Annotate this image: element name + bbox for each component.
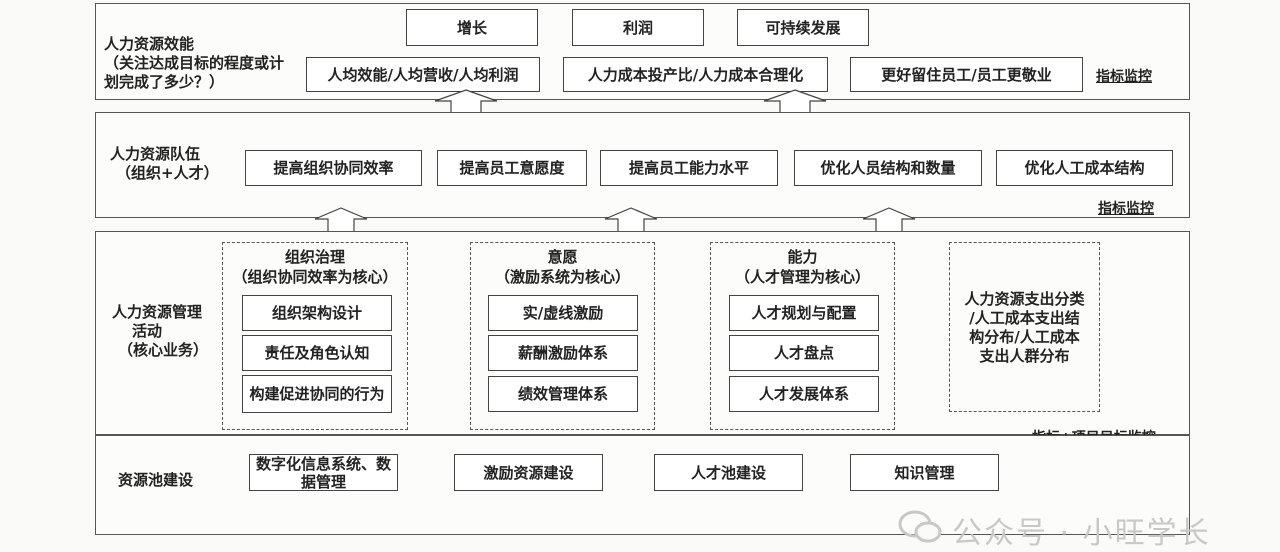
layer4-label: 资源池建设: [118, 471, 194, 489]
activity-collab-behavior: 构建促进协同的行为: [242, 375, 392, 413]
layer1-label-line: 人力资源效能: [104, 35, 195, 53]
goal-growth: 增长: [406, 9, 538, 46]
layer3-label: 人力资源管理 活动 （核心业务）: [112, 303, 222, 360]
team-capability: 提高员工能力水平: [600, 150, 778, 186]
team-org-efficiency: 提高组织协同效率: [245, 150, 422, 186]
goal-sustainable: 可持续发展: [737, 9, 869, 46]
cost-distribution-line: /人工成本支出结: [969, 309, 1080, 327]
up-arrow-icon: [604, 207, 658, 233]
group-subtitle: （组织协同效率为核心）: [232, 268, 398, 286]
layer3-label-line: 人力资源管理: [112, 303, 203, 321]
activity-talent-review: 人才盘点: [729, 335, 879, 371]
group-title: 组织治理: [284, 248, 345, 266]
layer2-label: 人力资源队伍 （组织+人才）: [110, 145, 240, 183]
group-org-governance: 组织治理 （组织协同效率为核心）: [222, 242, 408, 430]
group-willingness: 意愿 （激励系统为核心）: [470, 242, 655, 430]
activity-performance: 绩效管理体系: [488, 376, 638, 412]
activity-role-awareness: 责任及角色认知: [242, 335, 392, 371]
group-cost-distribution: [949, 242, 1100, 412]
pool-digital-system: 数字化信息系统、数据管理: [249, 454, 398, 491]
group-capability: 能力 （人才管理为核心）: [710, 242, 895, 430]
layer2-monitor: 指标监控: [1098, 201, 1154, 217]
wechat-icon: [898, 510, 942, 543]
up-arrow-icon: [862, 207, 916, 233]
activity-talent-development: 人才发展体系: [729, 376, 879, 412]
metric-retention: 更好留住员工/员工更敬业: [850, 57, 1083, 92]
group-title: 意愿: [547, 248, 578, 266]
layer3-label-line: （核心业务）: [118, 341, 209, 359]
layer3-label-line: 活动: [132, 322, 163, 340]
pool-knowledge-mgmt: 知识管理: [850, 454, 999, 491]
activity-org-structure: 组织架构设计: [242, 295, 392, 331]
activity-talent-planning: 人才规划与配置: [729, 295, 879, 331]
group-subtitle: （人才管理为核心）: [734, 268, 870, 286]
cost-distribution-line: 支出人群分布: [979, 347, 1070, 365]
activity-incentive: 实/虚线激励: [488, 295, 638, 331]
pool-incentive-resources: 激励资源建设: [454, 454, 603, 491]
layer1-monitor: 指标监控: [1096, 69, 1152, 85]
layer1-label-line: 划完成了多少？）: [104, 73, 225, 91]
team-willingness: 提高员工意愿度: [437, 150, 587, 186]
up-arrow-icon: [314, 207, 368, 233]
metric-per-capita: 人均效能/人均营收/人均利润: [306, 57, 540, 92]
pool-talent-pool: 人才池建设: [654, 454, 803, 491]
cost-distribution-text: 人力资源支出分类 /人工成本支出结 构分布/人工成本 支出人群分布: [952, 290, 1097, 366]
metric-cost-ratio: 人力成本投产比/人力成本合理化: [563, 57, 828, 92]
watermark: 公众号 · 小旺学长: [952, 516, 1211, 551]
layer2-label-line: （组织+人才）: [116, 164, 219, 182]
team-cost-structure: 优化人工成本结构: [996, 150, 1173, 186]
goal-profit: 利润: [572, 9, 704, 46]
layer1-label: 人力资源效能 （关注达成目标的程度或计 划完成了多少？）: [104, 35, 314, 92]
group-subtitle: （激励系统为核心）: [494, 268, 630, 286]
activity-compensation: 薪酬激励体系: [488, 335, 638, 371]
layer1-label-line: （关注达成目标的程度或计: [104, 54, 285, 72]
group-title: 能力: [787, 248, 818, 266]
layer2-label-line: 人力资源队伍: [110, 145, 201, 163]
team-structure: 优化人员结构和数量: [794, 150, 982, 186]
cost-distribution-line: 构分布/人工成本: [969, 328, 1080, 346]
cost-distribution-line: 人力资源支出分类: [964, 290, 1085, 308]
